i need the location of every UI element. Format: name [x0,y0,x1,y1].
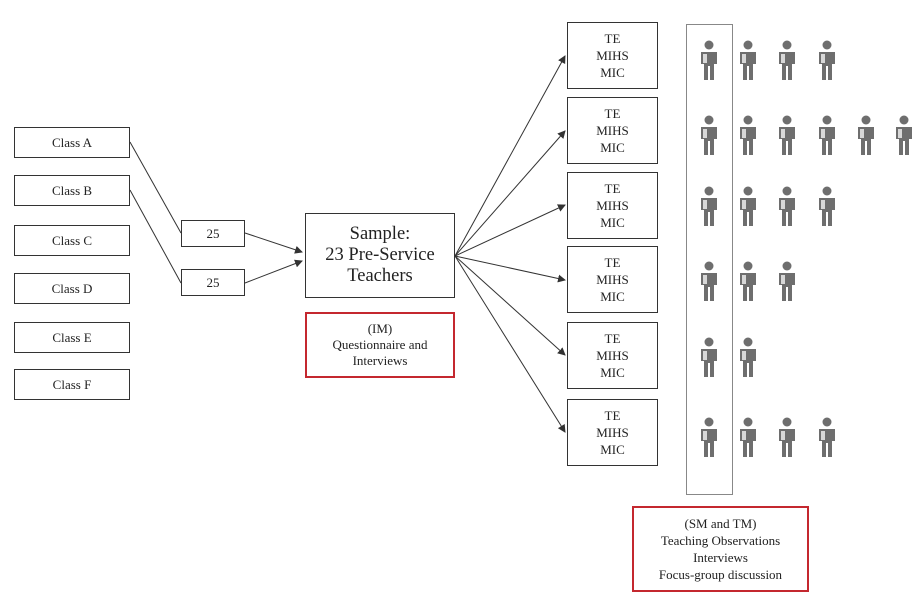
group-label-mic: MIC [600,140,625,155]
person-icon [779,261,795,301]
person-icon [740,186,756,226]
person-icon [779,115,795,155]
arrow-sample-to-group5 [454,255,566,356]
arrow-sample-to-group3 [454,204,566,257]
sample-line-1: Sample: [349,224,411,244]
person-icon [701,417,717,457]
sample-line-2: 23 Pre-Service [325,245,435,265]
person-icon [858,115,874,155]
line-classA-to-count1 [129,141,182,234]
group-label-mic: MIC [600,442,625,457]
group-label-mihs: MIHS [596,425,629,440]
group-label-mihs: MIHS [596,198,629,213]
group-box-6: TE MIHS MIC [567,399,658,466]
group-label-mihs: MIHS [596,272,629,287]
initial-methods-box: (IM) Questionnaire and Interviews [305,312,455,378]
group-box-1: TE MIHS MIC [567,22,658,89]
person-icon [740,337,756,377]
line-classB-to-count2 [129,189,182,284]
person-icon [740,40,756,80]
arrow-count2-to-sample [244,259,303,284]
group-label-te: TE [604,31,621,46]
class-a-box: Class A [14,127,130,158]
person-icon [896,115,912,155]
sm-line-1: (SM and TM) [684,516,757,531]
person-icon [740,261,756,301]
sample-line-3: Teachers [347,266,413,286]
class-b-box: Class B [14,175,130,206]
group-label-mihs: MIHS [596,48,629,63]
person-icon [819,40,835,80]
selected-participants-frame [686,24,733,495]
person-icon [740,417,756,457]
person-icon [779,40,795,80]
person-icon [701,115,717,155]
person-icon [701,40,717,80]
group-label-mihs: MIHS [596,123,629,138]
sm-line-4: Focus-group discussion [658,567,783,582]
im-line-3: Interviews [352,353,408,368]
person-icon [740,115,756,155]
person-icon [779,186,795,226]
arrow-sample-to-group4 [454,255,566,283]
count-box-1: 25 [181,220,245,247]
person-icon [701,337,717,377]
group-label-mihs: MIHS [596,348,629,363]
group-box-2: TE MIHS MIC [567,97,658,164]
class-c-box: Class C [14,225,130,256]
count-box-2: 25 [181,269,245,296]
group-label-te: TE [604,181,621,196]
group-box-5: TE MIHS MIC [567,322,658,389]
class-e-box: Class E [14,322,130,353]
person-icon [819,115,835,155]
sm-line-3: Interviews [693,550,748,565]
group-label-te: TE [604,408,621,423]
arrow-sample-to-group1 [454,55,566,257]
group-box-4: TE MIHS MIC [567,246,658,313]
group-label-mic: MIC [600,289,625,304]
group-label-te: TE [604,106,621,121]
arrow-sample-to-group2 [454,130,566,257]
im-line-1: (IM) [367,321,393,336]
person-icon [701,186,717,226]
group-label-te: TE [604,331,621,346]
subsequent-methods-box: (SM and TM) Teaching Observations Interv… [632,506,809,592]
sample-box: Sample: 23 Pre-Service Teachers [305,213,455,298]
arrow-count1-to-sample [244,232,303,254]
group-box-3: TE MIHS MIC [567,172,658,239]
person-icon [819,186,835,226]
group-label-mic: MIC [600,365,625,380]
group-label-te: TE [604,255,621,270]
class-d-box: Class D [14,273,130,304]
im-line-2: Questionnaire and [332,337,428,352]
person-icon [779,417,795,457]
person-icon [819,417,835,457]
class-f-box: Class F [14,369,130,400]
person-icon [701,261,717,301]
arrow-sample-to-group6 [454,255,566,433]
group-label-mic: MIC [600,65,625,80]
group-label-mic: MIC [600,215,625,230]
sm-line-2: Teaching Observations [660,533,781,548]
